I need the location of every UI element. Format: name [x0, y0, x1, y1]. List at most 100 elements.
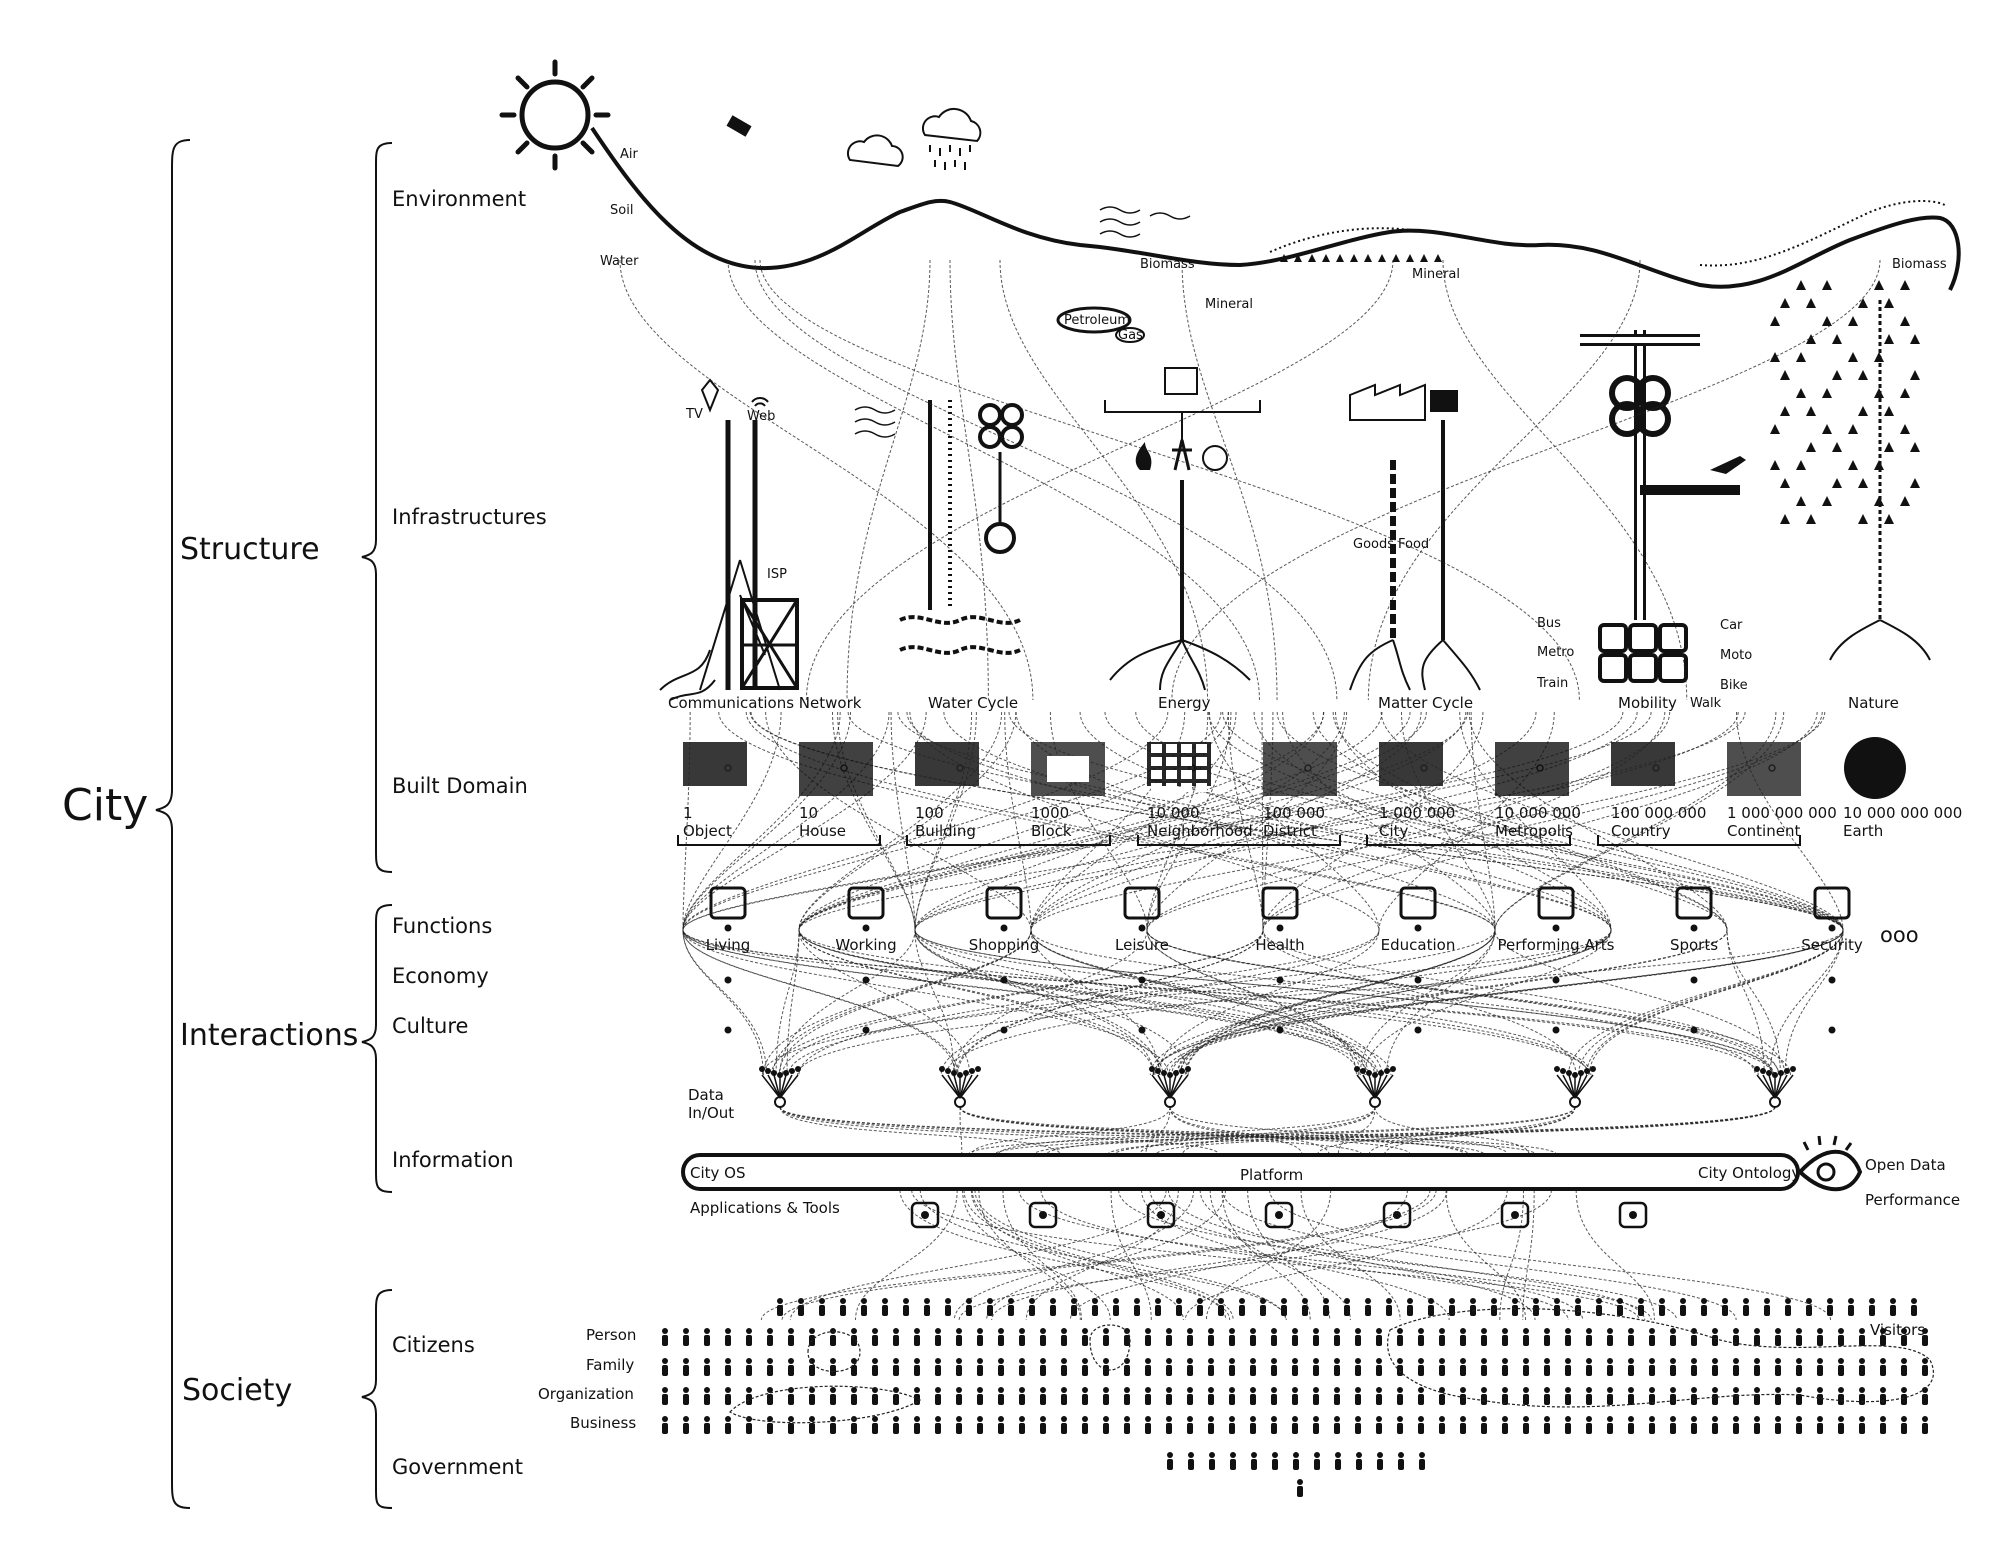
- person-icon: [1544, 1328, 1550, 1346]
- family-label: Family: [586, 1356, 634, 1374]
- grid-cell: [1196, 770, 1207, 779]
- person-icon: [767, 1328, 773, 1346]
- citizens-label: Citizens: [392, 1333, 475, 1357]
- person-icon: [1817, 1387, 1823, 1405]
- function-health: Health: [1255, 886, 1305, 1034]
- function-working: Working: [835, 886, 897, 1034]
- person-icon: [987, 1298, 993, 1316]
- person-icon: [1229, 1328, 1235, 1346]
- person-icon: [1712, 1328, 1718, 1346]
- app-icon: [1382, 1201, 1412, 1229]
- wifi-icon: [751, 397, 769, 407]
- economy-dot: [1000, 976, 1008, 984]
- biomass-label: Biomass: [1140, 257, 1195, 272]
- person-icon: [1019, 1387, 1025, 1405]
- scale-name: City: [1379, 822, 1409, 840]
- person-icon: [1586, 1387, 1592, 1405]
- person-icon: [1208, 1416, 1214, 1434]
- person-icon: [1775, 1358, 1781, 1376]
- government-person-icon: [1272, 1452, 1278, 1470]
- person-icon: [788, 1416, 794, 1434]
- government-person-icon: [1209, 1452, 1215, 1470]
- person-icon: [945, 1298, 951, 1316]
- society-brace: [361, 1289, 393, 1509]
- person-icon: [1208, 1387, 1214, 1405]
- person-icon: [1355, 1358, 1361, 1376]
- economy-dot: [1690, 976, 1698, 984]
- person-icon: [809, 1387, 815, 1405]
- person-icon: [1050, 1298, 1056, 1316]
- person-icon: [1250, 1416, 1256, 1434]
- person-icon: [1040, 1387, 1046, 1405]
- person-icon: [767, 1358, 773, 1376]
- person-icon: [1502, 1416, 1508, 1434]
- person-icon: [1754, 1328, 1760, 1346]
- data-hub: [939, 1066, 981, 1108]
- person-icon: [1082, 1387, 1088, 1405]
- app-icon: [1146, 1201, 1176, 1229]
- scale-count: 10 000 000: [1495, 804, 1581, 822]
- scale-brackets: [677, 835, 1801, 846]
- person-icon: [830, 1328, 836, 1346]
- government-person-icon: [1293, 1452, 1299, 1470]
- isp-label: ISP: [767, 567, 787, 582]
- person-icon: [1145, 1328, 1151, 1346]
- scale-count: 10: [799, 804, 818, 822]
- soil-label: Soil: [610, 203, 633, 218]
- wind-icon: [1099, 206, 1191, 238]
- person-icon: [1292, 1328, 1298, 1346]
- grid-cell: [1196, 757, 1207, 766]
- economy-dot: [862, 976, 870, 984]
- visitors-label: Visitors: [1870, 1321, 1925, 1339]
- person-icon: [1880, 1358, 1886, 1376]
- data-hub: [1354, 1066, 1396, 1108]
- function-icon: [709, 886, 747, 920]
- function-icon: [1123, 886, 1161, 920]
- person-icon: [956, 1416, 962, 1434]
- person-icon: [1838, 1387, 1844, 1405]
- person-icon: [1334, 1328, 1340, 1346]
- person-icon: [1145, 1358, 1151, 1376]
- person-icon: [1187, 1328, 1193, 1346]
- person-icon: [1376, 1387, 1382, 1405]
- person-label: Person: [586, 1326, 636, 1344]
- person-icon: [1271, 1358, 1277, 1376]
- person-icon: [893, 1387, 899, 1405]
- person-icon: [1523, 1416, 1529, 1434]
- person-icon: [1082, 1358, 1088, 1376]
- person-icon: [1775, 1387, 1781, 1405]
- function-label: Sports: [1670, 936, 1718, 954]
- person-icon: [1428, 1298, 1434, 1316]
- person-icon: [1386, 1298, 1392, 1316]
- person-icon: [683, 1416, 689, 1434]
- person-icon: [1481, 1387, 1487, 1405]
- scale-count: 1 000 000 000: [1727, 804, 1837, 822]
- function-performing-arts: Performing Arts: [1498, 886, 1615, 1034]
- person-icon: [1712, 1358, 1718, 1376]
- app-icon: [1264, 1201, 1294, 1229]
- metro-label: Metro: [1537, 645, 1574, 660]
- economy-dot: [1414, 976, 1422, 984]
- system-label-matter-cycle: Matter Cycle: [1378, 694, 1473, 712]
- person-icon: [1439, 1328, 1445, 1346]
- block-courtyard: [1047, 756, 1089, 782]
- data-label: Data: [688, 1086, 724, 1104]
- person-icon: [1460, 1387, 1466, 1405]
- scale-count: 1 000 000: [1379, 804, 1455, 822]
- grid-cell: [1166, 744, 1177, 753]
- person-icon: [1166, 1416, 1172, 1434]
- person-icon: [1817, 1416, 1823, 1434]
- energy-diagram: [1104, 367, 1261, 691]
- person-icon: [1418, 1416, 1424, 1434]
- person-icon: [1628, 1328, 1634, 1346]
- person-icon: [662, 1387, 668, 1405]
- person-icon: [1890, 1298, 1896, 1316]
- person-icon: [1239, 1298, 1245, 1316]
- person-icon: [1355, 1387, 1361, 1405]
- grid-cell: [1196, 783, 1207, 792]
- person-icon: [1355, 1416, 1361, 1434]
- government-person-icon: [1419, 1452, 1425, 1470]
